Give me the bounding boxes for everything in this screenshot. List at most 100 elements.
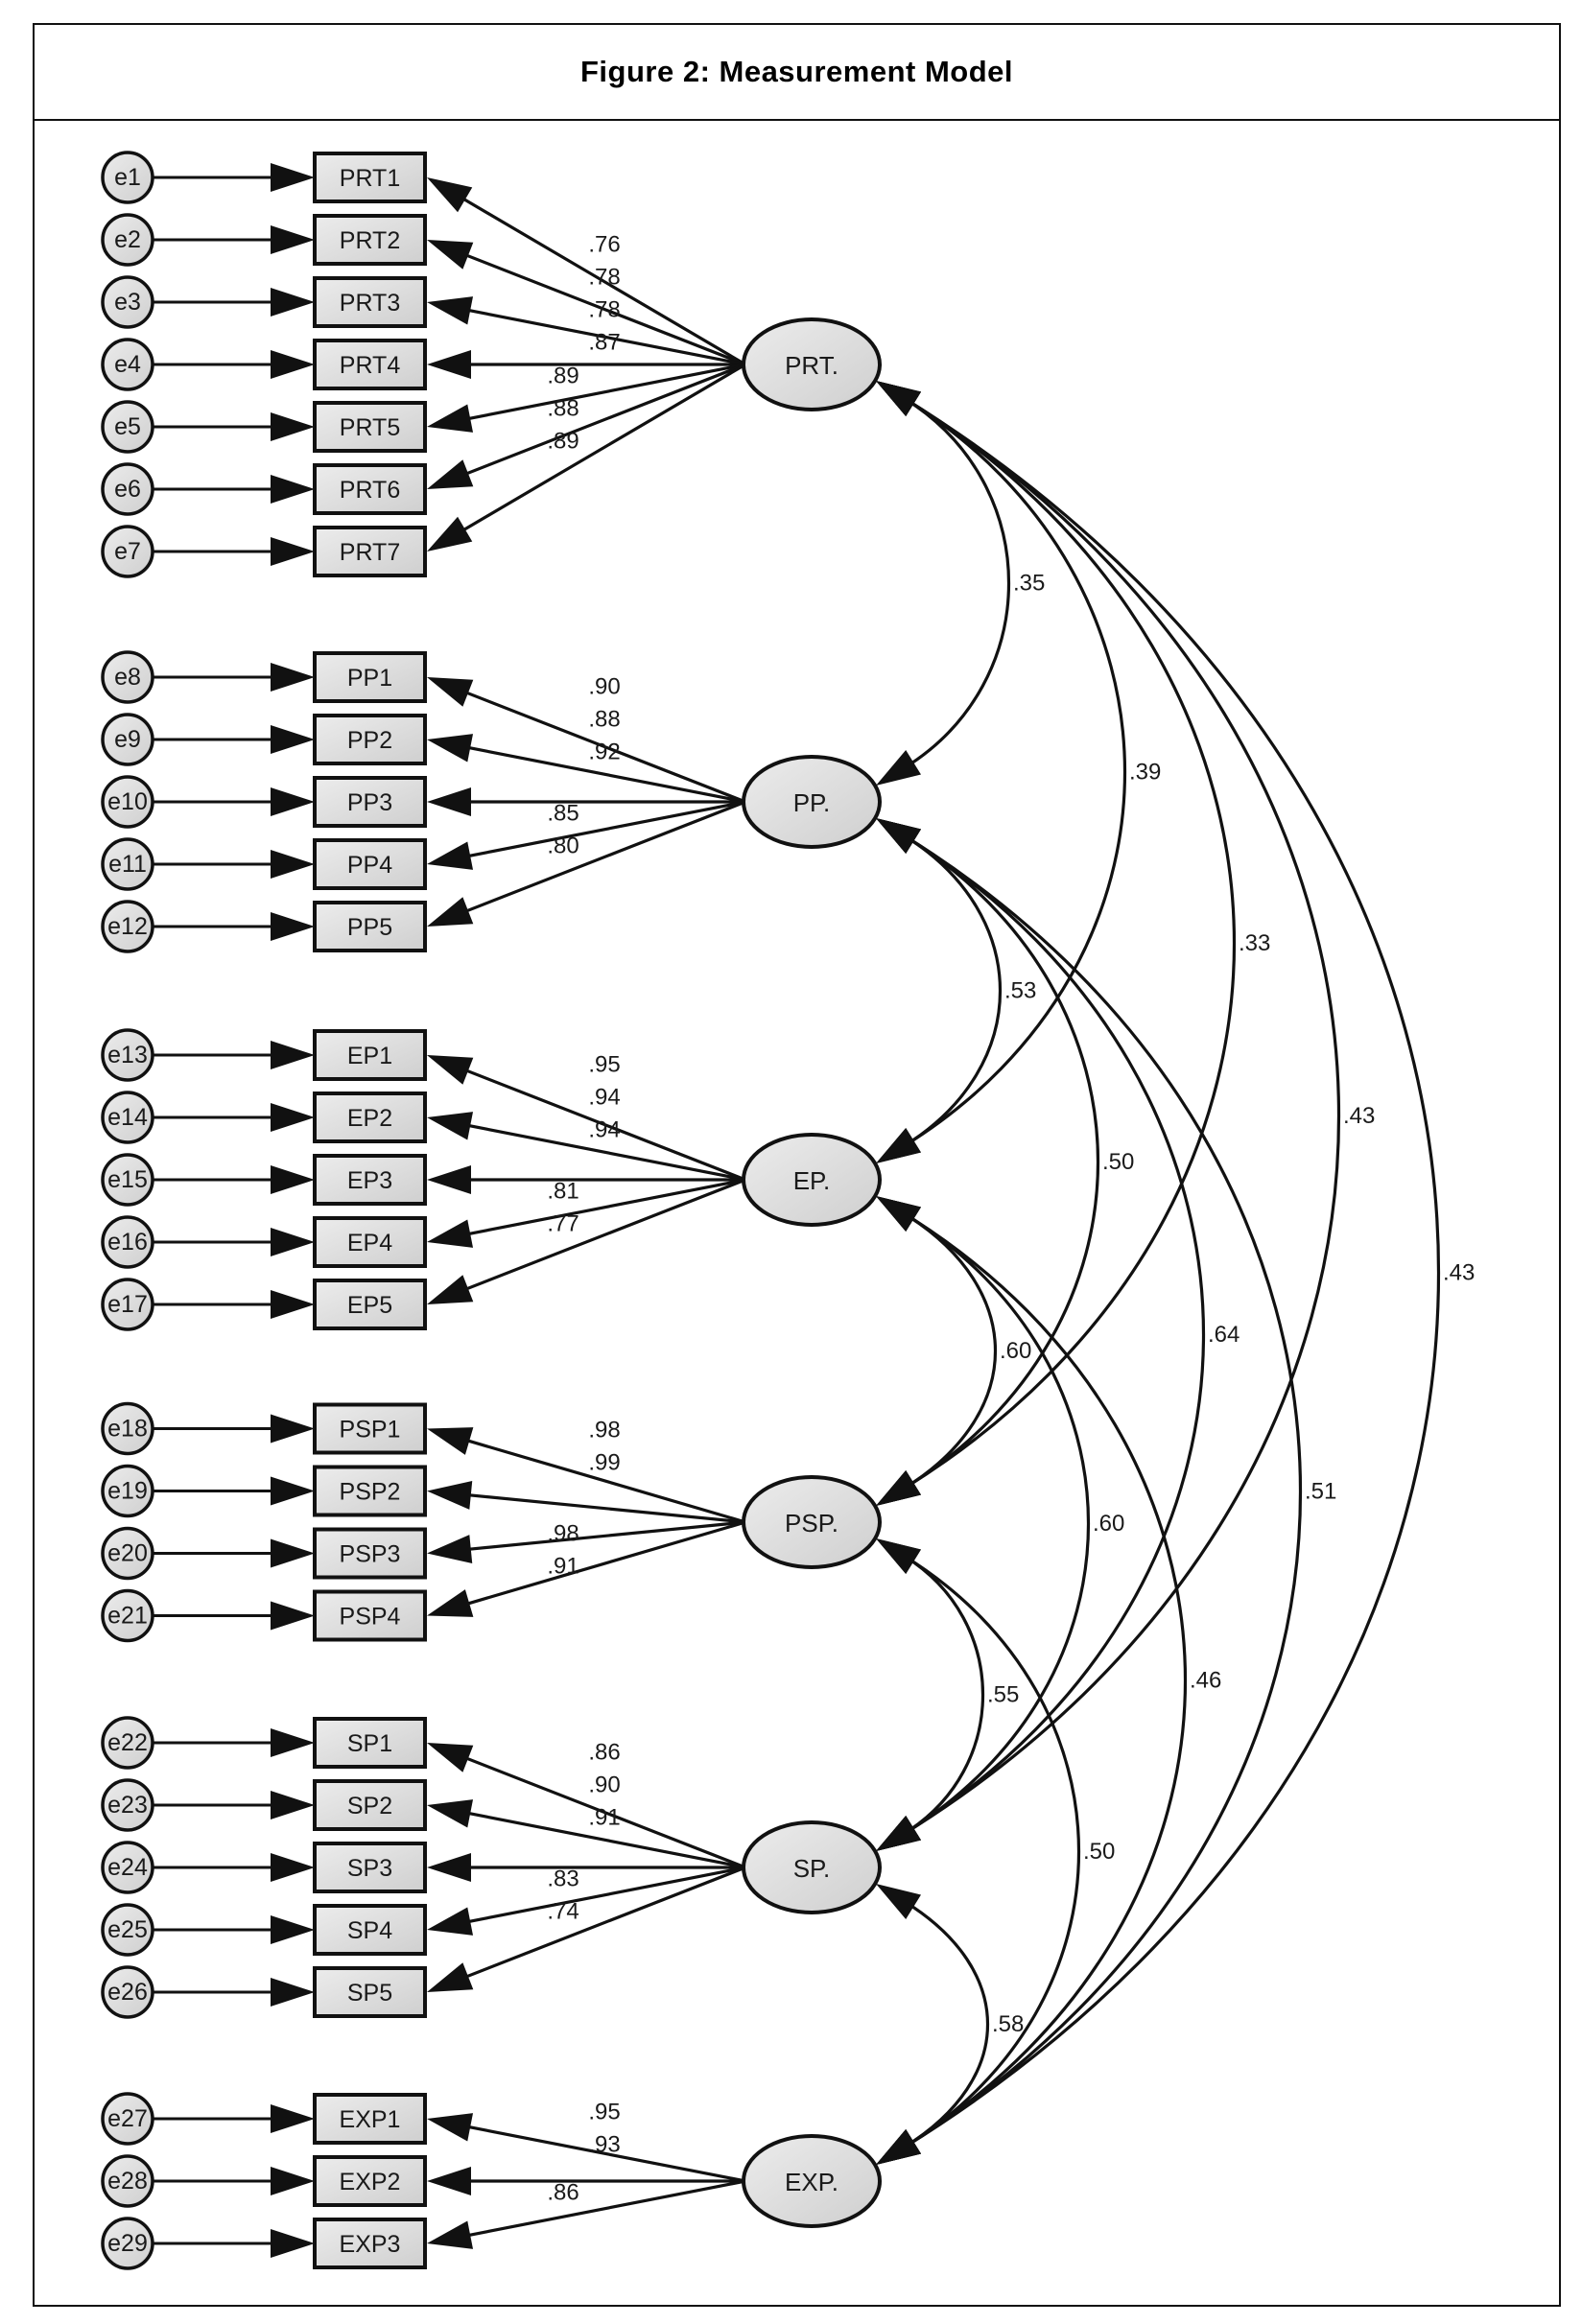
arrowhead-icon	[271, 1728, 315, 1757]
arrowhead-icon	[876, 1538, 921, 1574]
arrowhead-icon	[427, 1589, 474, 1617]
arrowhead-icon	[876, 818, 921, 854]
error-term-label: e22	[107, 1729, 148, 1756]
indicator-box	[313, 2093, 427, 2145]
error-term-label: e9	[114, 726, 141, 753]
latent-factor-label: EP.	[793, 1166, 831, 1195]
latent-factor-label: PP.	[793, 788, 831, 817]
arrowhead-icon	[271, 1601, 315, 1631]
error-term-node	[101, 1091, 154, 1144]
loading-value-label: .95	[588, 2099, 620, 2124]
loading-value-label: .93	[588, 2131, 620, 2157]
arrowhead-icon	[427, 1907, 474, 1936]
indicator-box	[313, 1402, 427, 1455]
indicator-label: PSP4	[340, 1604, 401, 1631]
loading-value-label: .86	[547, 2180, 578, 2206]
latent-factor-node	[742, 1820, 882, 1914]
error-term-node	[101, 1464, 154, 1518]
error-term-label: e12	[107, 913, 148, 940]
loading-value-label: .94	[588, 1084, 620, 1110]
arrowhead-icon	[427, 1853, 471, 1882]
indicator-box	[313, 526, 427, 577]
error-term-node	[101, 275, 154, 329]
error-term-label: e20	[107, 1540, 148, 1567]
figure-title: Figure 2: Measurement Model	[579, 55, 1014, 88]
indicator-label: EXP1	[340, 2106, 401, 2133]
indicator-label: EXP2	[340, 2169, 401, 2195]
indicator-box	[313, 1779, 427, 1831]
loading-path-line	[465, 308, 746, 366]
loading-path-line	[463, 800, 746, 914]
covariance-arc	[904, 1212, 1090, 1835]
indicator-label: PRT4	[340, 352, 401, 379]
indicator-label: PRT6	[340, 477, 400, 504]
arrowhead-icon	[427, 897, 474, 927]
indicator-label: EP4	[347, 1230, 392, 1256]
covariance-value-label: .43	[1343, 1103, 1375, 1129]
arrowhead-icon	[427, 1275, 474, 1304]
arrowhead-icon	[271, 1538, 315, 1568]
arrowhead-icon	[271, 412, 315, 441]
arrowhead-icon	[427, 2167, 471, 2195]
loading-path-line	[465, 2179, 746, 2238]
indicator-box	[313, 1717, 427, 1769]
loading-path-line	[465, 800, 746, 858]
covariance-value-label: .58	[992, 2011, 1024, 2037]
arrowhead-icon	[876, 1884, 921, 1919]
latent-factor-node	[742, 317, 882, 411]
error-term-label: e8	[114, 664, 141, 691]
loading-path-line	[465, 1178, 746, 1236]
indicator-box	[313, 776, 427, 828]
loading-path-line	[463, 1178, 746, 1292]
arrowhead-icon	[271, 2167, 315, 2195]
indicator-box	[313, 214, 427, 266]
covariance-arc	[904, 834, 1100, 1490]
error-term-label: e10	[107, 788, 148, 815]
arrowhead-icon	[427, 1962, 474, 1992]
covariance-arc	[904, 834, 1302, 2148]
arrowhead-icon	[427, 1219, 474, 1248]
arrowhead-icon	[271, 663, 315, 692]
error-term-label: e16	[107, 1229, 148, 1256]
indicator-label: PSP3	[340, 1541, 401, 1568]
arrowhead-icon	[876, 2129, 921, 2165]
error-term-label: e19	[107, 1478, 148, 1505]
error-term-node	[101, 1153, 154, 1207]
error-term-node	[101, 1401, 154, 1456]
indicator-box	[313, 1966, 427, 2018]
covariance-value-label: .46	[1190, 1668, 1221, 1694]
arrowhead-icon	[271, 787, 315, 816]
loading-value-label: .78	[588, 297, 620, 323]
path-layer	[153, 163, 746, 2258]
loading-path-line	[465, 2124, 746, 2183]
error-term-node	[101, 1903, 154, 1957]
latent-factor-node	[742, 1133, 882, 1227]
arrowhead-icon	[876, 1128, 921, 1163]
indicator-label: PP5	[347, 914, 392, 941]
arrowhead-icon	[427, 1055, 474, 1085]
indicator-label: PRT7	[340, 539, 400, 566]
indicator-box	[313, 651, 427, 703]
indicator-label: SP5	[347, 1980, 392, 2007]
arrowhead-icon	[271, 1290, 315, 1319]
error-term-node	[101, 338, 154, 391]
covariance-arc	[904, 1212, 1188, 2148]
loading-value-label: .81	[547, 1179, 578, 1205]
error-term-node	[101, 213, 154, 267]
arrowhead-icon	[427, 1799, 474, 1828]
indicator-label: PP2	[347, 727, 392, 754]
arrowhead-icon	[271, 1414, 315, 1444]
error-term-label: e21	[107, 1603, 148, 1630]
latent-factor-label: PRT.	[785, 351, 838, 380]
arrowhead-icon	[271, 288, 315, 317]
figure-frame: Figure 2: Measurement Model	[33, 23, 1561, 2307]
covariance-arc	[904, 397, 1441, 2148]
covariance-value-label: .50	[1083, 1839, 1115, 1865]
loading-path-line	[463, 363, 746, 477]
arrowhead-icon	[427, 1165, 471, 1194]
loading-path-line	[466, 1520, 746, 1552]
arrowhead-icon	[271, 2229, 315, 2258]
indicator-label: EP3	[347, 1167, 392, 1194]
arrowhead-icon	[427, 177, 473, 213]
